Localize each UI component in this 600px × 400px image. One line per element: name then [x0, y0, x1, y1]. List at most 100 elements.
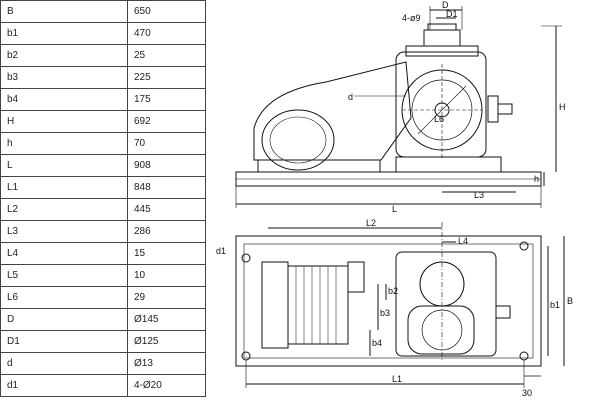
plan-mount-hole-tr: [519, 241, 529, 251]
spec-value: 908: [127, 154, 206, 177]
label-b3: b3: [380, 308, 390, 318]
label-L2: L2: [366, 218, 376, 228]
plan-mount-hole-bl: [241, 351, 251, 361]
spec-value: 25: [127, 44, 206, 67]
pump-diagonal-line: [417, 85, 467, 135]
spec-value: 70: [127, 132, 206, 155]
plan-motor-body: [287, 265, 349, 345]
spec-param: H: [0, 110, 128, 133]
label-H: H: [559, 102, 566, 112]
spec-param: L5: [0, 264, 128, 287]
plan-base-plate: [235, 235, 542, 367]
spec-value: 225: [127, 66, 206, 89]
plan-motor-fan-cover: [261, 261, 289, 349]
label-d1: d1: [216, 246, 226, 256]
label-30: 30: [522, 388, 532, 398]
spec-param: b2: [0, 44, 128, 67]
spec-value: 848: [127, 176, 206, 199]
label-L6: L6: [434, 114, 444, 124]
dimension-labels: 4-ø9 D D1 H h d L6 L3 L L2 L4 d1 B b1 b2…: [216, 0, 573, 398]
spec-param: d: [0, 352, 128, 375]
label-L3: L3: [474, 190, 484, 200]
spec-value: Ø13: [127, 352, 206, 375]
spec-value: 650: [127, 0, 206, 23]
label-4-d9: 4-ø9: [402, 13, 421, 23]
spec-value: 470: [127, 22, 206, 45]
spec-param: L2: [0, 198, 128, 221]
label-b2: b2: [388, 286, 398, 296]
pump-foot: [395, 156, 502, 173]
spec-value: 175: [127, 88, 206, 111]
spec-param: L: [0, 154, 128, 177]
label-D: D: [442, 0, 449, 10]
label-b1: b1: [550, 300, 560, 310]
spec-param: b3: [0, 66, 128, 89]
spec-value: Ø145: [127, 308, 206, 331]
label-b4: b4: [372, 338, 382, 348]
technical-drawing: 4-ø9 D D1 H h d L6 L3 L L2 L4 d1 B b1 b2…: [206, 0, 600, 400]
spec-param: h: [0, 132, 128, 155]
pump-top-plate: [405, 45, 479, 57]
spec-value: 692: [127, 110, 206, 133]
spec-value: 4-Ø20: [127, 374, 206, 397]
spec-param: D1: [0, 330, 128, 353]
spec-param: B: [0, 0, 128, 23]
plan-motor-fins: [295, 266, 337, 344]
spec-param: L1: [0, 176, 128, 199]
plan-pump-side-port: [495, 305, 511, 319]
spec-param: D: [0, 308, 128, 331]
label-L: L: [392, 204, 397, 214]
motor-end-bell-inner: [269, 116, 327, 164]
plan-pump-body: [395, 251, 497, 357]
label-B: B: [567, 296, 573, 306]
label-L1: L1: [392, 374, 402, 384]
pump-side-valve: [487, 95, 499, 123]
spec-param: d1: [0, 374, 128, 397]
spec-param: b1: [0, 22, 128, 45]
motor-foot: [257, 159, 381, 173]
spec-value: 10: [127, 264, 206, 287]
label-h: h: [534, 174, 539, 184]
pump-side-valve-knob: [497, 103, 513, 115]
label-L4: L4: [458, 236, 468, 246]
spec-value: Ø125: [127, 330, 206, 353]
label-D1: D1: [446, 9, 458, 19]
plan-mount-hole-br: [519, 351, 529, 361]
motor-housing: [253, 61, 412, 161]
plan-pump-bottom-chamber: [407, 305, 475, 355]
spec-param: L4: [0, 242, 128, 265]
plan-view: [235, 222, 565, 388]
spec-value: 29: [127, 286, 206, 309]
side-view: [235, 6, 562, 208]
label-d: d: [348, 92, 353, 102]
pump-outlet: [423, 29, 461, 47]
spec-param: b4: [0, 88, 128, 111]
spec-value: 286: [127, 220, 206, 243]
plan-base-inner: [243, 243, 534, 359]
spec-value: 15: [127, 242, 206, 265]
plan-terminal-box: [347, 261, 365, 293]
spec-param: L3: [0, 220, 128, 243]
motor-end-bell: [261, 109, 335, 171]
spec-value: 445: [127, 198, 206, 221]
